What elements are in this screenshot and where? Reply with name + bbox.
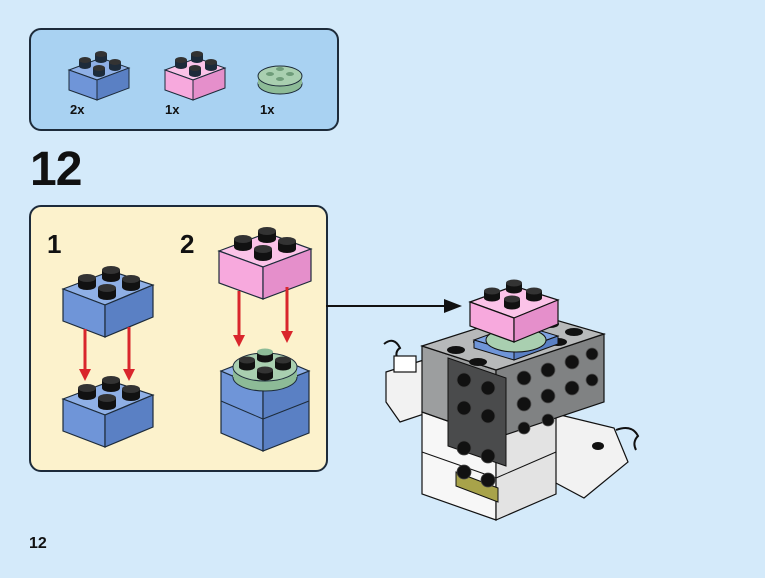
main-model-illustration [383,279,640,521]
parts-list-panel: 2x 1x 1x [29,28,339,131]
blue-brick-qty: 2x [70,102,85,117]
sand-green-round-plate-icon [257,65,303,95]
sub-step-1-illustration [61,266,155,448]
step-number: 12 [30,143,82,196]
sub-step-2-illustration [217,227,313,452]
callout-arrow-icon [326,299,462,313]
sub-assembly-panel: 1 2 [29,205,328,472]
page-number: 12 [29,535,47,552]
round-plate-qty: 1x [260,102,275,117]
sub-step-1-label: 1 [47,229,62,259]
sub-step-2-label: 2 [180,229,195,259]
pink-brick-part-icon [163,51,227,101]
pink-brick-qty: 1x [165,102,180,117]
blue-brick-part-icon [67,51,131,101]
